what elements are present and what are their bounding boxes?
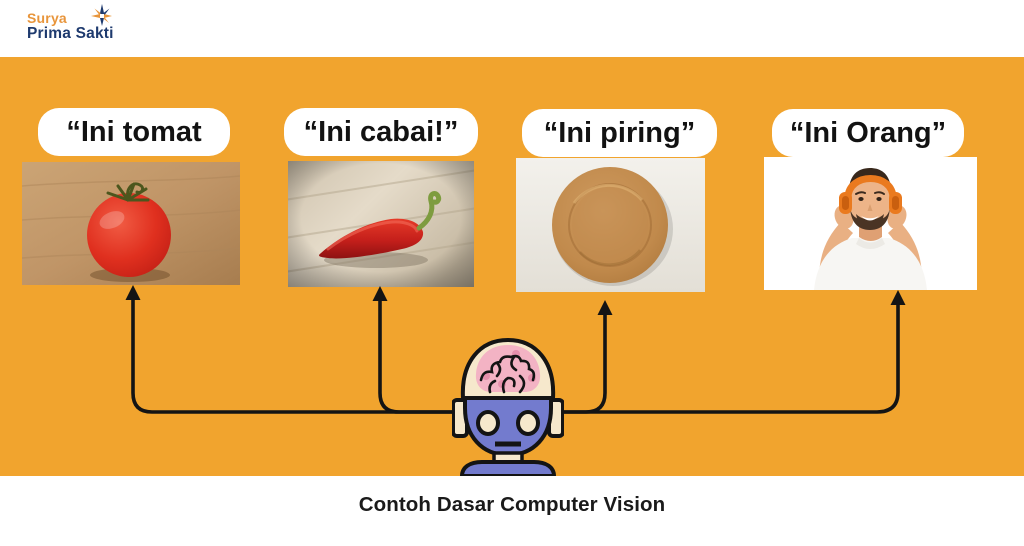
logo-word-surya: Surya [27,10,67,26]
pixel-brain-head-icon [451,337,565,478]
footer-bar: Contoh Dasar Computer Vision [0,476,1024,546]
sparkle-star-icon [91,4,112,26]
slide-caption: Contoh Dasar Computer Vision [358,493,666,516]
speech-label-cabai: “Ini cabai!” [284,108,478,156]
tomato-illustration [22,162,240,285]
tomato-photo [22,162,240,285]
brain-head-figure [451,334,565,478]
logo-word-prima-sakti: Prima Sakti [27,25,114,42]
company-logo: Surya Prima Sakti [27,4,114,42]
plate-photo [516,158,705,292]
speech-label-tomat: “Ini tomat [38,108,230,156]
plate-illustration [516,158,705,292]
chili-illustration [288,161,474,287]
person-illustration [764,157,977,290]
speech-label-orang: “Ini Orang” [772,109,964,157]
person-photo [764,157,977,290]
speech-label-piring: “Ini piring” [522,109,717,157]
header-bar: Surya Prima Sakti [0,0,1024,57]
chili-photo [288,161,474,287]
